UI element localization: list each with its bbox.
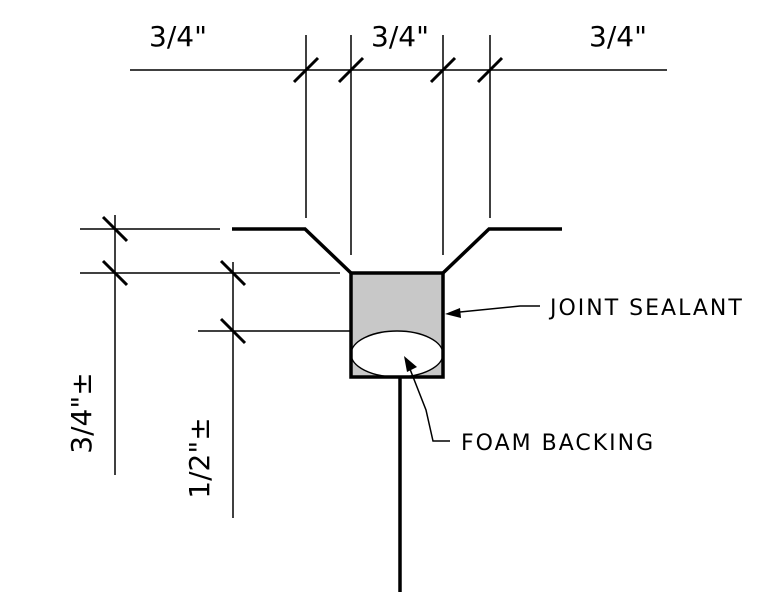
joint-sealant-label: JOINT SEALANT: [548, 296, 744, 321]
inner-tick-top: [219, 259, 247, 287]
foam-backing-leader: [407, 363, 450, 442]
dimension-tick-4: [476, 56, 504, 84]
left-surface-edge: [232, 227, 353, 275]
joint-profile-group: [232, 227, 562, 275]
left-tick-middle: [101, 259, 129, 287]
joint-sealant-leader: [449, 305, 540, 314]
joint-outline: [349, 271, 445, 379]
foam-backing-rod: [350, 330, 444, 378]
top-left-width-label: 3/4": [149, 20, 207, 53]
joint-sealant-arrowhead: [445, 308, 461, 318]
left-dimension-group: 3/4"± 1/2"±: [65, 215, 402, 518]
dimension-tick-2: [337, 56, 365, 84]
inner-depth-label: 1/2"±: [183, 417, 216, 498]
dimension-tick-3: [429, 56, 457, 84]
dimension-tick-1: [292, 56, 320, 84]
inner-tick-bottom: [219, 317, 247, 345]
foam-backing-arrowhead: [404, 356, 417, 372]
callout-group: JOINT SEALANT FOAM BACKING: [404, 296, 744, 456]
outer-depth-label: 3/4"±: [65, 372, 98, 453]
left-tick-top: [101, 215, 129, 243]
top-dimension-group: 3/4" 3/4" 3/4": [130, 20, 667, 255]
right-surface-edge: [441, 227, 562, 275]
top-right-width-label: 3/4": [589, 20, 647, 53]
joint-section-group: [349, 271, 445, 592]
foam-backing-label: FOAM BACKING: [461, 431, 655, 456]
top-center-width-label: 3/4": [371, 20, 429, 53]
